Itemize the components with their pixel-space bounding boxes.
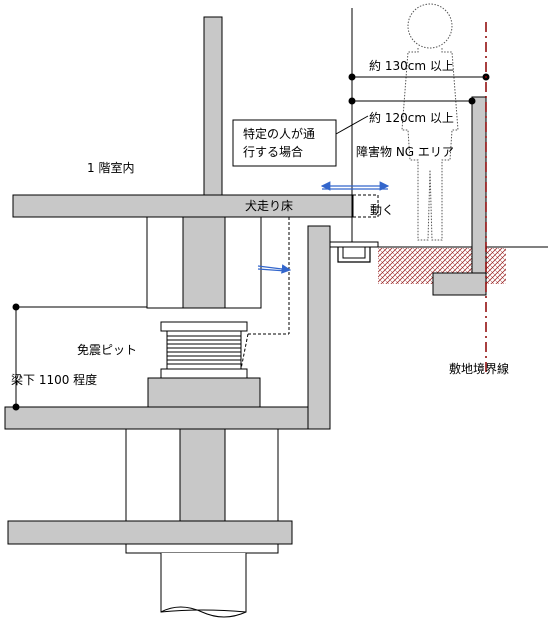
- person-figure: [401, 3, 459, 241]
- lower-column: [179, 428, 226, 522]
- pile-break: [160, 606, 247, 618]
- isolator-layers: [167, 335, 241, 365]
- note-text-line2: 行する場合: [243, 144, 303, 159]
- label-height-120: 約 120cm 以上: [369, 110, 454, 125]
- label-below-beam: 梁下 1100 程度: [11, 372, 97, 387]
- fence-wall: [471, 96, 487, 274]
- lower-beam: [7, 520, 293, 545]
- foundation-column: [182, 215, 226, 309]
- pedestal: [147, 377, 261, 409]
- note-callout-box: [232, 119, 337, 167]
- pit-base-slab: [4, 406, 309, 430]
- beam-dim-dot-top: [12, 303, 20, 311]
- gutter-cover: [329, 241, 379, 248]
- isolator-top-plate: [160, 321, 248, 332]
- dim-120-dot-left: [348, 97, 356, 105]
- pile: [160, 553, 247, 613]
- movement-arrow-mid: [257, 264, 292, 274]
- note-text-line1: 特定の人が通: [243, 126, 315, 141]
- label-obstacle-area: 障害物 NG エリア: [356, 144, 454, 159]
- pit-retaining-wall: [307, 225, 331, 430]
- floor-slab: [12, 194, 354, 218]
- upper-column: [203, 16, 223, 196]
- label-seismic-pit: 免震ピット: [77, 342, 137, 357]
- dashed-diag: [240, 333, 249, 370]
- isolator-bearing: [166, 330, 242, 370]
- note-leader: [335, 115, 369, 135]
- movement-arrow-mid-2: [257, 268, 287, 272]
- isolator-bottom-plate: [160, 368, 248, 379]
- label-moves: 動く: [370, 203, 394, 217]
- drain-gutter-inner: [342, 247, 366, 259]
- dim-120-dot-right: [468, 97, 476, 105]
- beam-dim-dot-bottom: [12, 403, 20, 411]
- label-height-130: 約 130cm 以上: [369, 58, 454, 73]
- fence-footing: [432, 272, 487, 296]
- label-boundary-line: 敷地境界線: [449, 361, 509, 376]
- label-room: 1 階室内: [87, 160, 134, 175]
- dim-130-dot-left: [348, 73, 356, 81]
- label-corridor-floor: 犬走り床: [245, 199, 293, 213]
